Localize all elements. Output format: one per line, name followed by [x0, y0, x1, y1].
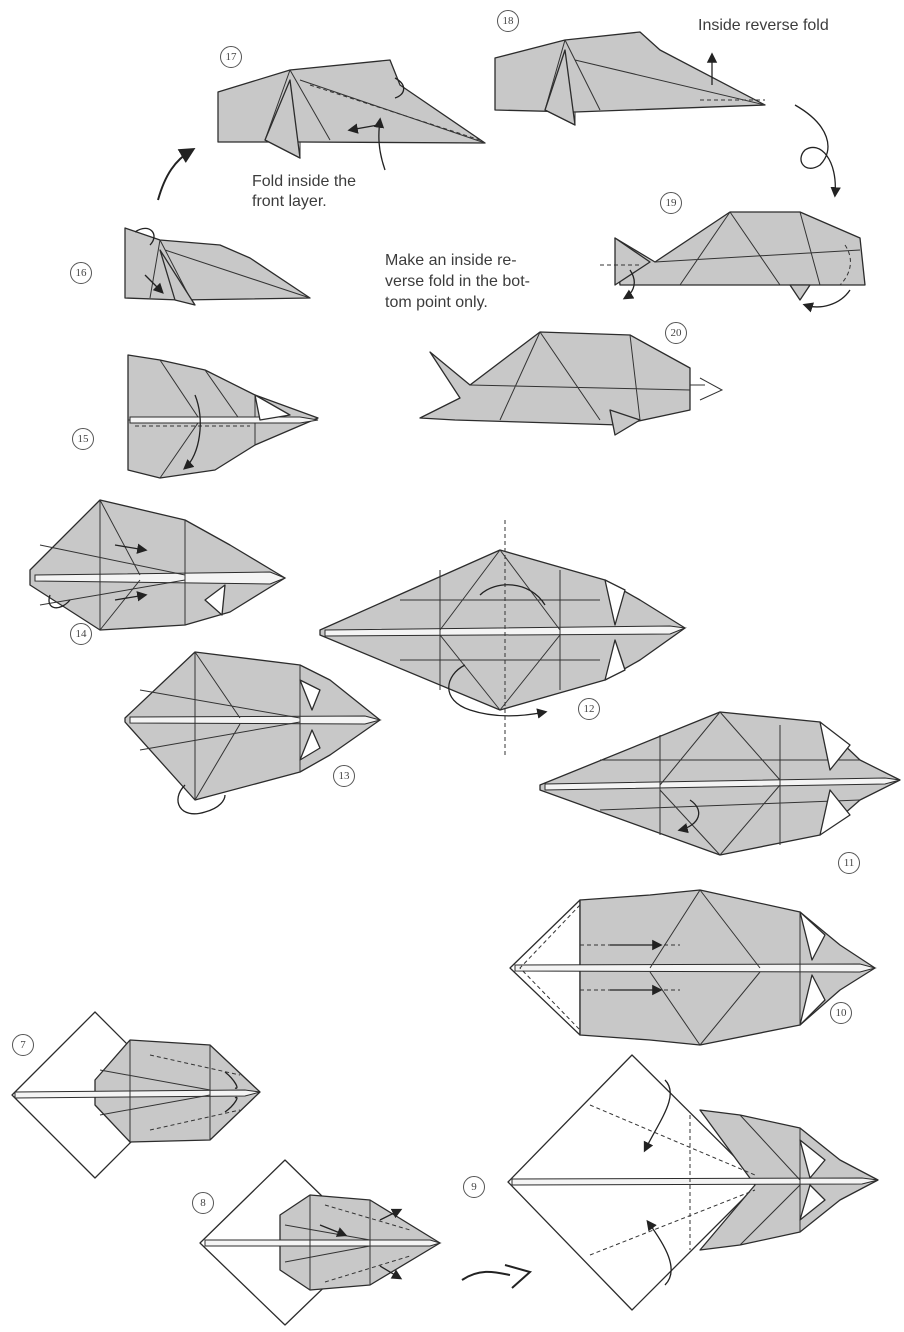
fold-inside-front-label-line1: Fold inside the — [252, 172, 356, 191]
step-number-17: 17 — [220, 46, 242, 68]
step-number-16: 16 — [70, 262, 92, 284]
step-7-figure — [12, 1012, 260, 1178]
step-18-figure — [495, 32, 765, 125]
step-number-10: 10 — [830, 1002, 852, 1024]
turn-over-arrow — [795, 105, 835, 195]
step-number-19: 19 — [660, 192, 682, 214]
make-inside-reverse-label-line3: tom point only. — [385, 293, 488, 312]
step-16-figure — [125, 228, 310, 305]
step-10-figure — [510, 890, 875, 1045]
step-11-figure — [540, 712, 900, 855]
step-number-20: 20 — [665, 322, 687, 344]
step-9-figure — [508, 1055, 878, 1310]
step-number-9: 9 — [463, 1176, 485, 1198]
step-17-figure — [218, 60, 485, 170]
step-number-8: 8 — [192, 1192, 214, 1214]
inside-reverse-fold-label: Inside reverse fold — [698, 16, 829, 35]
step-8-figure — [200, 1160, 440, 1325]
fold-inside-front-label-line2: front layer. — [252, 192, 327, 211]
step-arrow-8-9 — [462, 1265, 530, 1288]
step-number-14: 14 — [70, 623, 92, 645]
step-14-figure — [30, 500, 285, 630]
step-number-13: 13 — [333, 765, 355, 787]
step-number-18: 18 — [497, 10, 519, 32]
step-13-figure — [125, 652, 380, 814]
step-20-figure — [420, 332, 722, 435]
step-19-figure — [600, 212, 865, 307]
step-number-15: 15 — [72, 428, 94, 450]
step-number-12: 12 — [578, 698, 600, 720]
step-arrow-16-17 — [158, 150, 192, 200]
make-inside-reverse-label-line2: verse fold in the bot- — [385, 272, 530, 291]
step-number-11: 11 — [838, 852, 860, 874]
make-inside-reverse-label-line1: Make an inside re- — [385, 251, 517, 270]
step-number-7: 7 — [12, 1034, 34, 1056]
step-15-figure — [128, 355, 318, 478]
